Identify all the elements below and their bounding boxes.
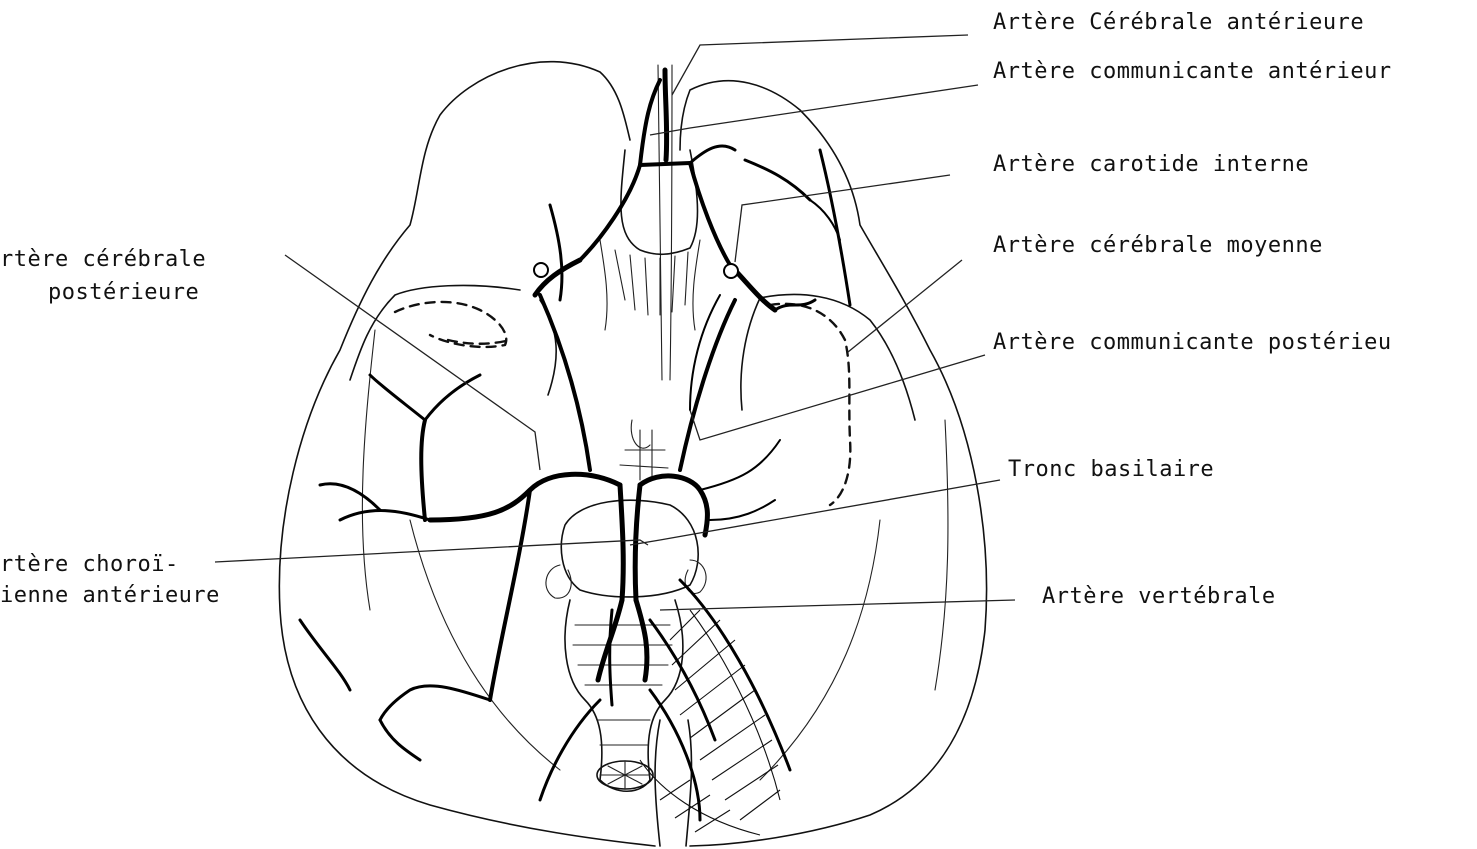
label-choroidienne-line1: rtère choroï- <box>0 552 179 577</box>
leader-cerebrale-anterieure <box>672 35 968 95</box>
cerebellum-hatching <box>640 610 780 835</box>
label-cerebrale-anterieure: Artère Cérébrale antérieure <box>993 10 1364 35</box>
label-tronc-basilaire: Tronc basilaire <box>1008 457 1214 482</box>
label-vertebrale: Artère vertébrale <box>1042 584 1276 609</box>
label-communicante-posterieure: Artère communicante postérieu <box>993 330 1392 355</box>
label-carotide-interne: Artère carotide interne <box>993 152 1309 177</box>
leader-vertebrale <box>660 600 1015 610</box>
carotid-right-stump <box>724 264 738 278</box>
leader-carotide-interne <box>735 175 950 262</box>
dashed-outlines <box>395 302 850 505</box>
leader-communicante-posterieure <box>690 355 985 440</box>
label-choroidienne-line2: ienne antérieure <box>0 583 220 608</box>
label-cerebrale-posterieure-line1: rtère cérébrale <box>0 247 206 272</box>
arteries <box>300 70 850 820</box>
labels: Artère Cérébrale antérieure Artère commu… <box>0 10 1392 609</box>
leader-lines <box>215 35 1015 610</box>
label-cerebrale-posterieure-line2: postérieure <box>48 280 199 305</box>
leader-cerebrale-moyenne <box>848 260 962 352</box>
leader-communicante-anterieure <box>650 85 978 135</box>
carotid-left-stump <box>534 263 548 277</box>
label-cerebrale-moyenne: Artère cérébrale moyenne <box>993 233 1323 258</box>
leader-tronc-basilaire <box>630 480 1000 545</box>
label-communicante-anterieure: Artère communicante antérieur <box>993 59 1392 84</box>
